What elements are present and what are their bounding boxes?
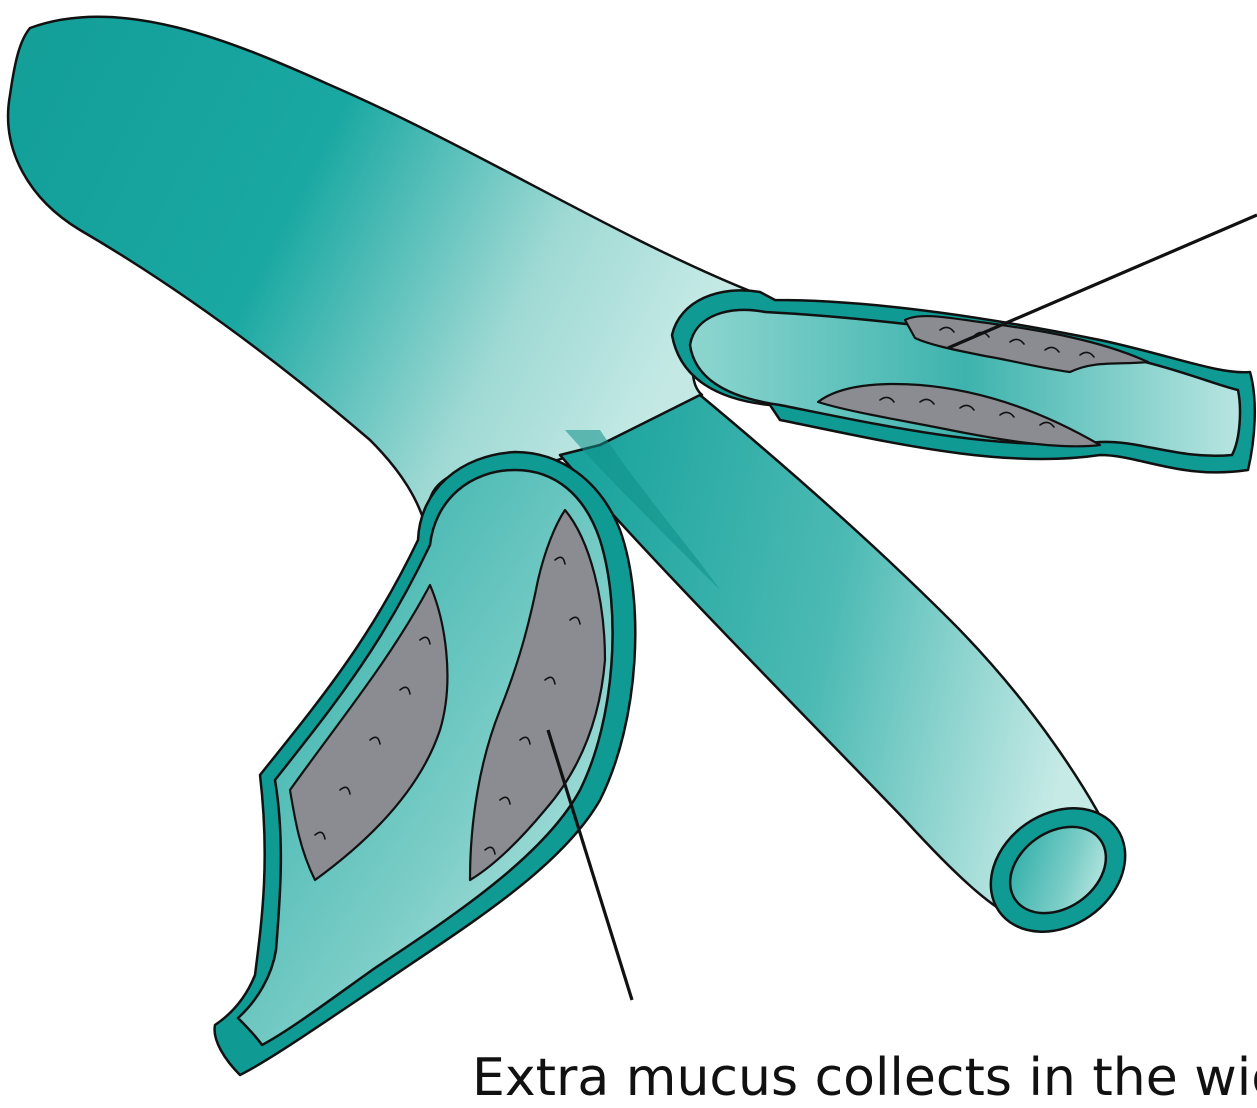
leader-line-upper — [948, 215, 1257, 348]
bottom-caption: Extra mucus collects in the wide — [472, 1052, 1257, 1104]
